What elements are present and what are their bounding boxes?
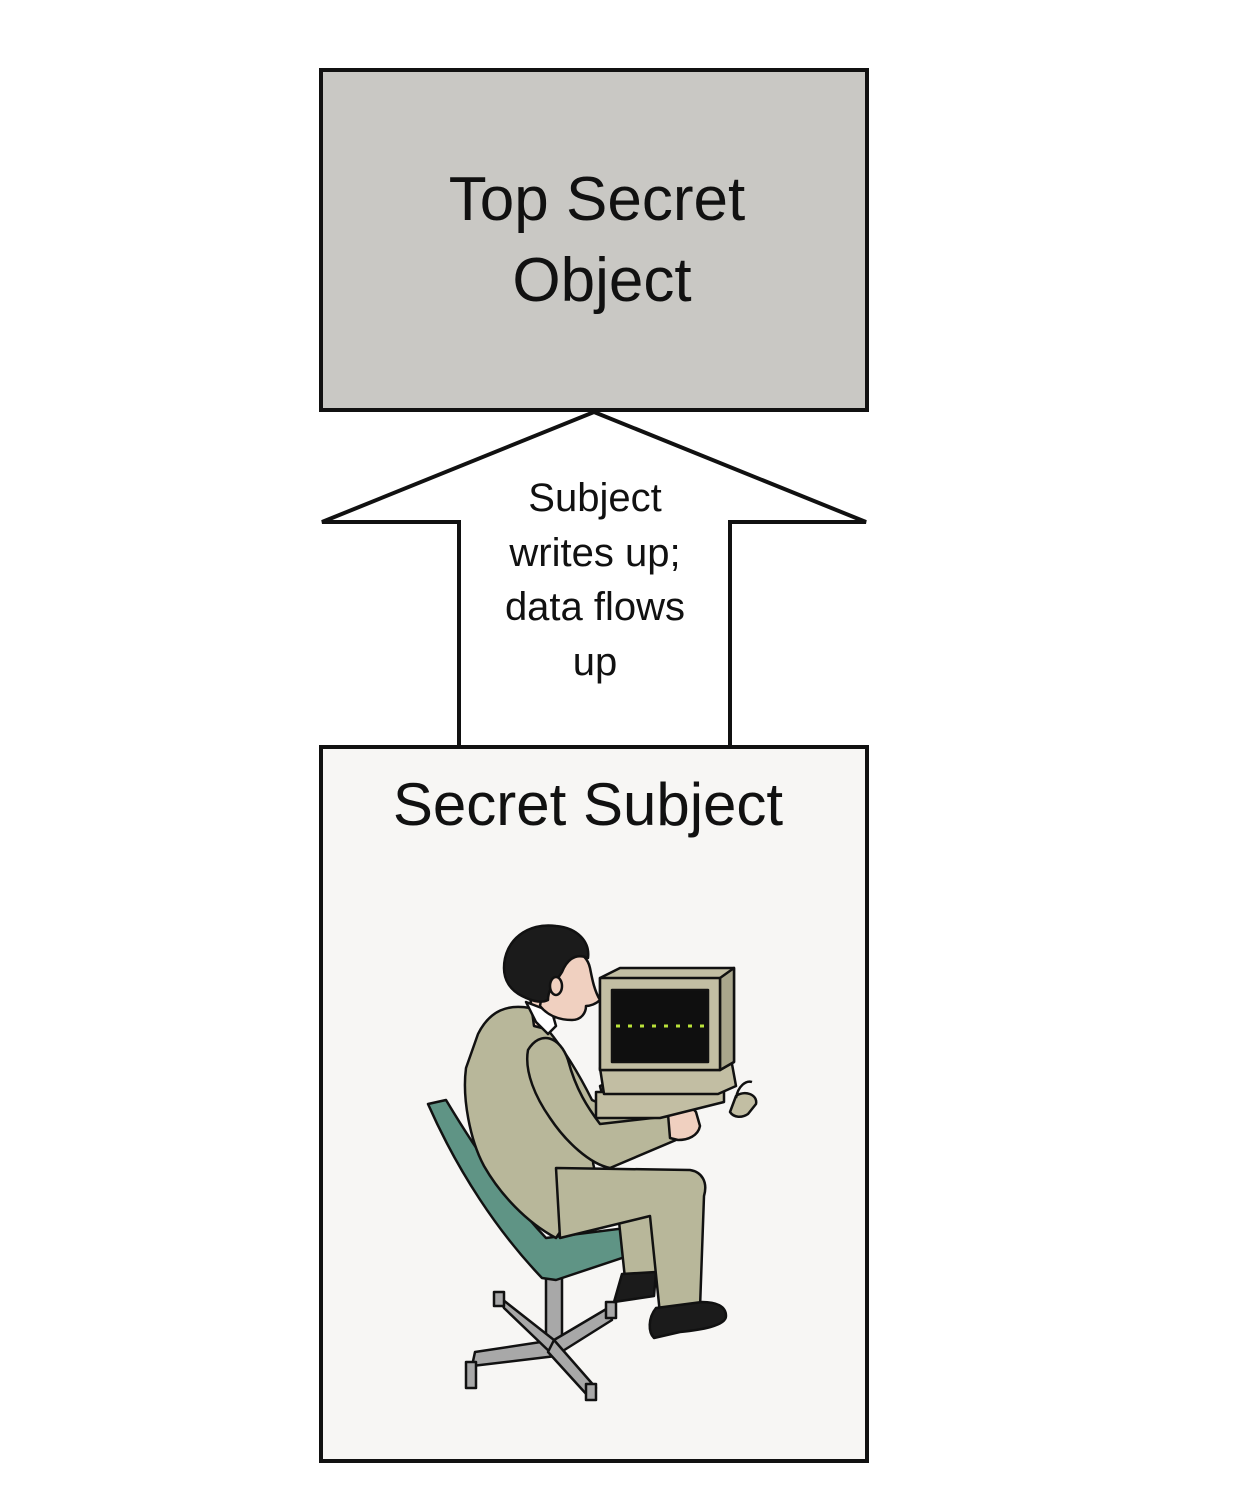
person-at-computer-icon bbox=[426, 924, 758, 1402]
monitor-icon bbox=[598, 966, 736, 1072]
front-shoe-icon bbox=[648, 1300, 728, 1340]
arrow-label-line2: writes up; bbox=[508, 531, 680, 575]
subject-title: Secret Subject bbox=[393, 771, 784, 838]
hair-icon bbox=[502, 924, 590, 1003]
ear-icon bbox=[548, 975, 564, 997]
secret-subject-box: Secret Subject bbox=[319, 745, 869, 1463]
object-label-line2: Object bbox=[512, 246, 691, 315]
arrow-label-line1: Subject bbox=[528, 476, 661, 520]
mouse-icon bbox=[728, 1080, 758, 1118]
arrow-label-line4: up bbox=[573, 640, 618, 684]
top-secret-object-box: Top Secret Object bbox=[319, 68, 869, 412]
front-leg-icon bbox=[554, 1166, 707, 1316]
object-label-line1: Top Secret bbox=[449, 165, 745, 234]
arrow-up-icon bbox=[321, 409, 867, 749]
chair-base-icon bbox=[464, 1266, 618, 1402]
back-shoe-icon bbox=[612, 1270, 658, 1304]
upward-arrow: Subject writes up; data flows up bbox=[321, 409, 867, 749]
arrow-label-line3: data flows bbox=[505, 585, 685, 629]
screen-icon bbox=[610, 988, 710, 1064]
